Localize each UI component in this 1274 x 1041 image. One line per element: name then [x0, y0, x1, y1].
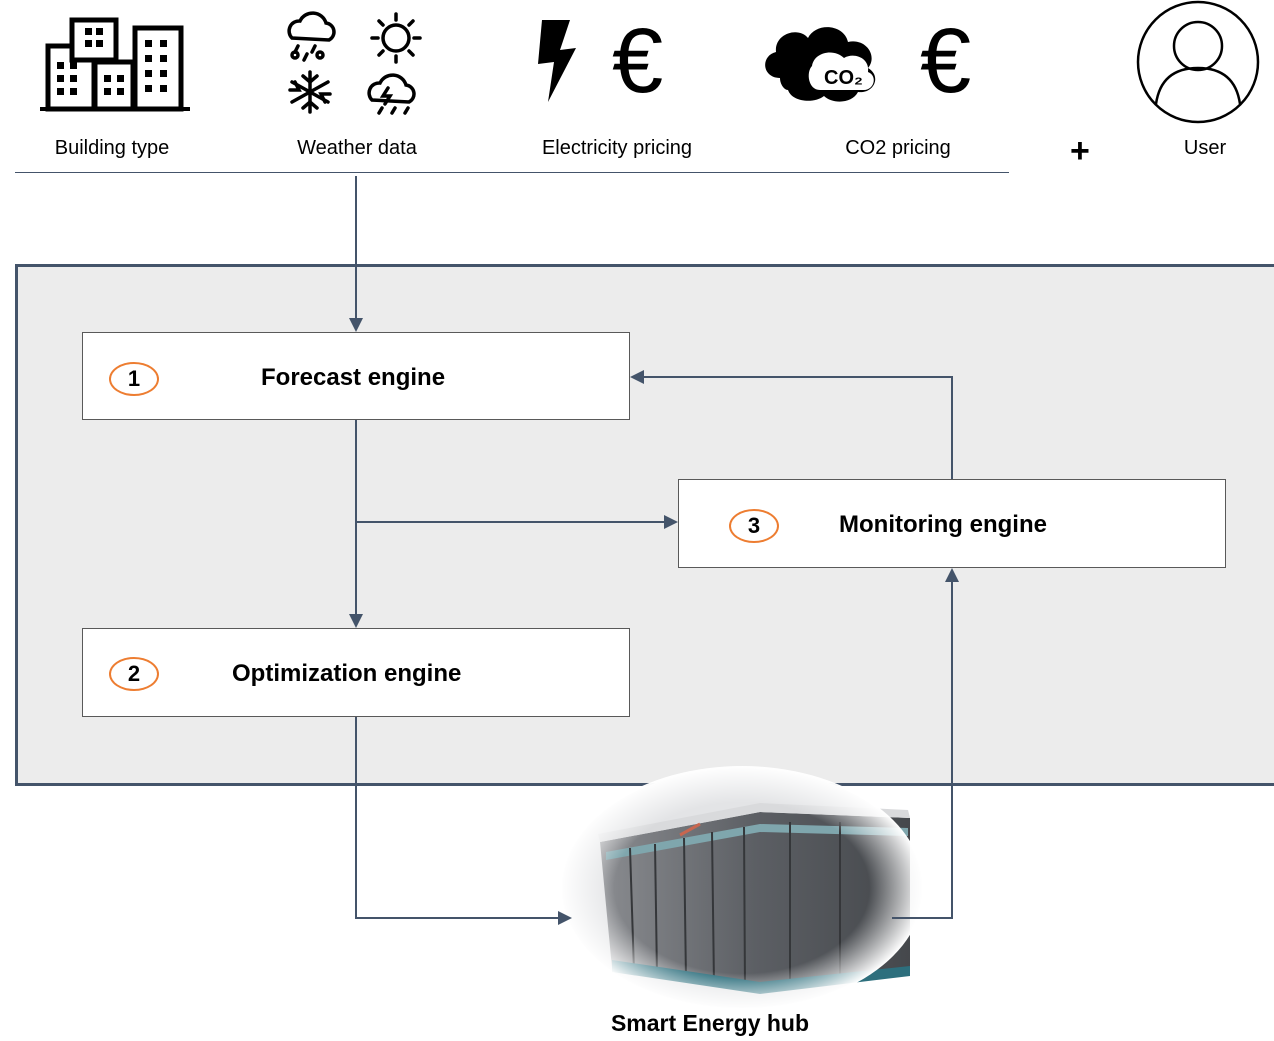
- input-label-building-type: Building type: [54, 137, 170, 159]
- input-label-user: User: [1183, 137, 1227, 159]
- co2-label: CO₂: [824, 67, 863, 89]
- step-badge-1: 1: [109, 362, 159, 396]
- euro-symbol-2: €: [920, 10, 971, 112]
- arrow-monitoring-to-forecast: [642, 376, 953, 479]
- step-badge-2: 2: [109, 657, 159, 691]
- user-icon: [1136, 0, 1260, 124]
- monitoring-engine-title: Monitoring engine: [839, 511, 1047, 538]
- monitoring-engine-box: 3 Monitoring engine: [678, 479, 1226, 568]
- forecast-engine-box: 1 Forecast engine: [82, 332, 630, 420]
- input-label-co2-pricing: CO2 pricing: [845, 137, 951, 159]
- arrow-hub-to-monitoring: [892, 580, 953, 919]
- forecast-engine-title: Forecast engine: [261, 364, 446, 391]
- step-badge-3: 3: [729, 509, 779, 543]
- euro-symbol: €: [612, 10, 663, 112]
- buildings-icon: [40, 17, 190, 112]
- input-label-weather-data: Weather data: [297, 137, 417, 159]
- input-label-electricity-pricing: Electricity pricing: [541, 137, 693, 159]
- plus-sign: +: [1070, 132, 1090, 170]
- optimization-engine-title: Optimization engine: [232, 660, 462, 687]
- inputs-divider: [15, 172, 1009, 173]
- smart-energy-hub-label: Smart Energy hub: [610, 1010, 810, 1036]
- co2-cloud-euro-icon: CO₂ €: [765, 10, 971, 112]
- lightning-euro-icon: €: [538, 10, 663, 112]
- arrow-optimization-to-hub: [355, 717, 560, 919]
- weather-icon: [287, 11, 422, 115]
- optimization-engine-box: 2 Optimization engine: [82, 628, 630, 717]
